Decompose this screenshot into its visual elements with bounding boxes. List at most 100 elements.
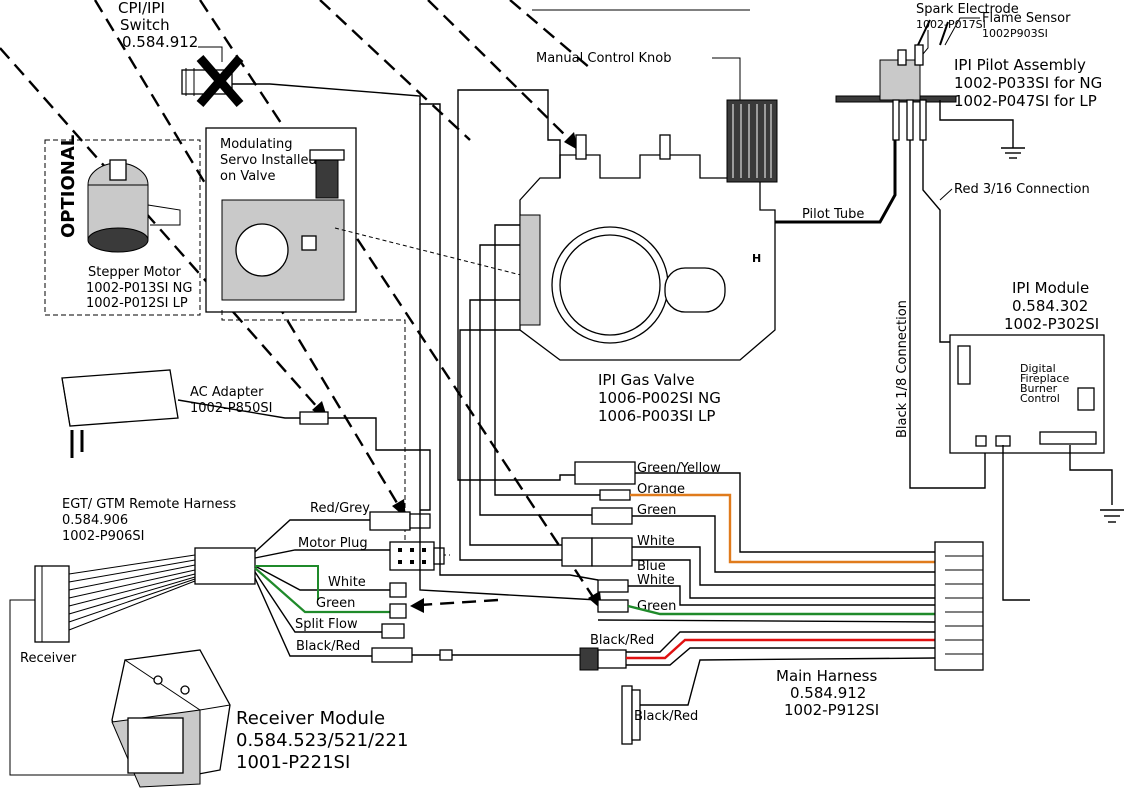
green-left-label: Green bbox=[316, 596, 355, 611]
green-yellow-label: Green/Yellow bbox=[637, 461, 721, 476]
pilot-tube bbox=[775, 130, 897, 224]
red-connection-wire bbox=[922, 140, 958, 343]
red-wire bbox=[626, 638, 935, 660]
callout-arrow-ac-adapter bbox=[0, 47, 319, 409]
arrowhead bbox=[410, 598, 424, 613]
split-flow-wire bbox=[254, 571, 382, 633]
receiver-module-label-2: 0.584.523/521/221 bbox=[236, 730, 408, 751]
main-harness-wiring: Main Harness 0.584.912 1002-P912SI bbox=[597, 472, 984, 719]
ground-icon bbox=[1100, 509, 1124, 523]
black-connection-wire bbox=[909, 140, 986, 489]
servo-label-2: Servo Installed bbox=[220, 153, 317, 168]
module-face-4: Control bbox=[1020, 392, 1060, 405]
ipi-pilot-assembly: Spark Electrode 1002-P017SI Flame Sensor… bbox=[835, 2, 1102, 159]
optional-box bbox=[44, 139, 201, 316]
egt-harness-label-1: EGT/ GTM Remote Harness bbox=[62, 497, 236, 512]
white-left-label: White bbox=[328, 575, 366, 590]
callout-arrows bbox=[0, 0, 602, 613]
white-mid2-label: White bbox=[637, 573, 675, 588]
motor-plug-wire bbox=[254, 549, 390, 559]
black-red-bottom-label: Black/Red bbox=[634, 709, 698, 724]
gas-valve-label-1: IPI Gas Valve bbox=[598, 371, 695, 389]
pilot-assembly-label-2: 1002-P033SI for NG bbox=[954, 74, 1102, 92]
pilot-hood-icon bbox=[879, 59, 921, 101]
ipi-module: IPI Module 0.584.302 1002-P302SI Digital… bbox=[949, 279, 1124, 601]
spark-electrode-label-2: 1002-P017SI bbox=[916, 18, 986, 31]
orange-label: Orange bbox=[637, 482, 685, 497]
ipi-module-label-1: IPI Module bbox=[1012, 279, 1089, 297]
ground-icon bbox=[1001, 147, 1025, 159]
callout-arrow-green bbox=[198, 0, 597, 601]
callout-arrow-top bbox=[509, 0, 591, 69]
main-harness-label-2: 0.584.912 bbox=[790, 684, 866, 702]
modulating-servo: Modulating Servo Installed on Valve bbox=[205, 127, 450, 556]
black-red-mid-label: Black/Red bbox=[590, 633, 654, 648]
ac-adapter-label-2: 1002-P850SI bbox=[190, 401, 273, 416]
receiver-label: Receiver bbox=[20, 651, 77, 666]
receiver-connector bbox=[34, 565, 70, 643]
remove-x-icon bbox=[196, 55, 244, 107]
motor-plug-connector bbox=[389, 541, 435, 571]
spark-electrode-label-1: Spark Electrode bbox=[916, 2, 1019, 17]
flame-sensor-label-1: Flame Sensor bbox=[982, 11, 1071, 26]
flame-sensor-label-2: 1002P903SI bbox=[982, 27, 1048, 40]
red-grey-wire bbox=[254, 519, 370, 553]
servo-label-3: on Valve bbox=[220, 169, 275, 184]
green-wire-right bbox=[627, 604, 935, 616]
switch-wire bbox=[232, 83, 441, 410]
cpi-ipi-switch: CPI/IPI Switch 0.584.912 bbox=[118, 0, 441, 410]
egt-remote-harness: EGT/ GTM Remote Harness 0.584.906 1002-P… bbox=[9, 497, 580, 776]
module-face-1: Digital bbox=[1020, 362, 1056, 375]
green-mid-label: Green bbox=[637, 503, 676, 518]
callout-arrow-green-left bbox=[419, 598, 499, 607]
ipi-gas-valve: H IPI Gas Valve 1006-P002SI NG 1006-P003… bbox=[519, 99, 778, 425]
ac-adapter-icon bbox=[61, 369, 179, 427]
module-harness-wire bbox=[1002, 445, 1030, 601]
receiver-module-label-1: Receiver Module bbox=[236, 708, 385, 729]
ipi-module-label-2: 0.584.302 bbox=[1012, 297, 1088, 315]
gas-valve-label-2: 1006-P002SI NG bbox=[598, 389, 721, 407]
main-harness-label-1: Main Harness bbox=[776, 667, 878, 685]
green-mid2-label: Green bbox=[637, 599, 676, 614]
black-connection-label: Black 1/8 Connection bbox=[895, 300, 910, 438]
optional-stepper-motor: OPTIONAL Stepper Motor 1002-P013SI NG 10… bbox=[44, 135, 201, 316]
white-mid-label: White bbox=[637, 534, 675, 549]
main-harness-connector bbox=[934, 541, 984, 671]
arrowhead bbox=[564, 132, 578, 150]
leader-line bbox=[198, 46, 223, 62]
module-face-3: Burner bbox=[1020, 382, 1058, 395]
pilot-ground-wire bbox=[939, 100, 1014, 148]
red-connection-label: Red 3/16 Connection bbox=[954, 182, 1090, 197]
ac-adapter-label-1: AC Adapter bbox=[190, 385, 264, 400]
egt-harness-label-3: 1002-P906SI bbox=[62, 529, 145, 544]
pilot-assembly-label-1: IPI Pilot Assembly bbox=[954, 56, 1086, 74]
servo-label-1: Modulating bbox=[220, 137, 292, 152]
cpi-switch-label-1: CPI/IPI bbox=[118, 0, 165, 17]
stepper-label-1: Stepper Motor bbox=[88, 265, 182, 280]
black-red-left-label: Black/Red bbox=[296, 639, 360, 654]
gas-valve-label-3: 1006-P003SI LP bbox=[598, 407, 715, 425]
stepper-label-2: 1002-P013SI NG bbox=[86, 281, 192, 296]
stepper-label-3: 1002-P012SI LP bbox=[86, 296, 188, 311]
optional-label: OPTIONAL bbox=[58, 135, 79, 238]
pilot-tube-label: Pilot Tube bbox=[802, 207, 864, 222]
pilot-assembly-label-3: 1002-P047SI for LP bbox=[954, 92, 1097, 110]
receiver-module-label-3: 1001-P221SI bbox=[236, 752, 350, 773]
white-wire bbox=[254, 565, 390, 591]
callout-arrow-knob bbox=[427, 0, 571, 141]
receiver-module: Receiver Module 0.584.523/521/221 1001-P… bbox=[111, 649, 408, 788]
orange-wire bbox=[630, 493, 935, 564]
main-harness-label-3: 1002-P912SI bbox=[784, 701, 879, 719]
bottom-connector bbox=[621, 685, 633, 745]
ac-adapter: AC Adapter 1002-P850SI bbox=[61, 369, 431, 511]
main-harness-connectors: Green/Yellow Orange Green White Blue Whi… bbox=[561, 461, 721, 745]
egt-harness-label-2: 0.584.906 bbox=[62, 513, 128, 528]
manual-knob-label-group: Manual Control Knob bbox=[536, 51, 741, 100]
ipi-module-label-3: 1002-P302SI bbox=[1004, 315, 1099, 333]
valve-wires bbox=[419, 89, 600, 601]
callout-arrow-switch bbox=[319, 0, 471, 141]
blue-label: Blue bbox=[637, 559, 666, 574]
manual-knob-label: Manual Control Knob bbox=[536, 51, 671, 66]
harness-block bbox=[194, 547, 256, 585]
